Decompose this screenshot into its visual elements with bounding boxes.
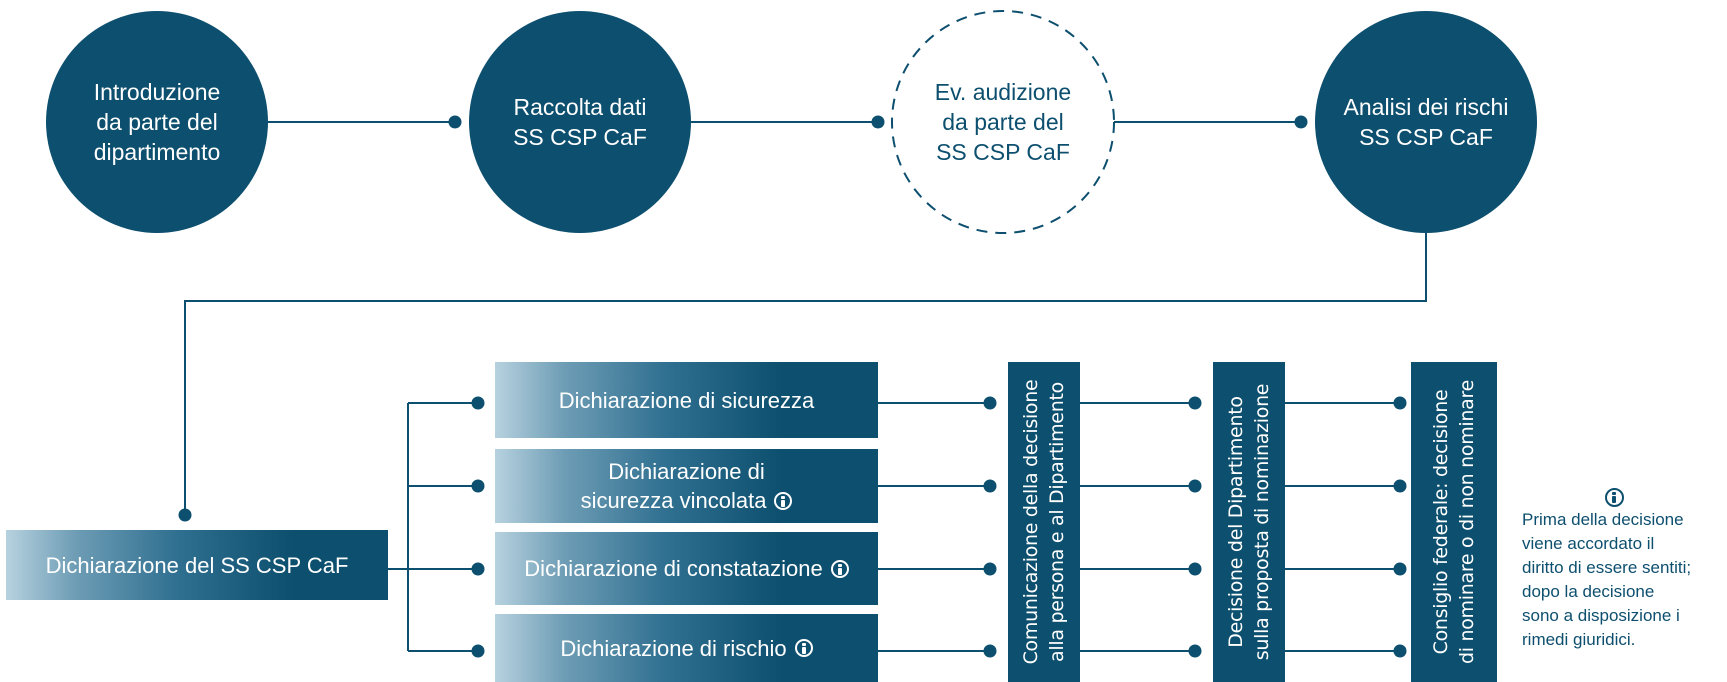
- main-declaration-box: Dichiarazione del SS CSP CaF: [6, 530, 388, 600]
- process-node-circle: [469, 11, 691, 233]
- connector-dot: [1188, 562, 1202, 576]
- main-declaration-label: Dichiarazione del SS CSP CaF: [45, 552, 349, 578]
- note-line: diritto di essere sentiti;: [1522, 558, 1692, 577]
- label-line: da parte del: [942, 109, 1064, 135]
- note-line: dopo la decisione: [1522, 582, 1655, 601]
- info-icon: [830, 559, 849, 578]
- connector-dot: [1393, 396, 1407, 410]
- declaration-line: Dichiarazione di rischio: [560, 634, 813, 663]
- label-line: SS CSP CaF: [513, 124, 647, 150]
- note-line: rimedi giuridici.: [1522, 630, 1636, 649]
- label-line: Introduzione: [93, 79, 221, 105]
- note-line: viene accordato il: [1522, 534, 1655, 553]
- connector-dot: [1294, 115, 1308, 129]
- label-line: Comunicazione della decisione: [1020, 379, 1042, 665]
- label-line: alla persona e al Dipartimento: [1046, 382, 1068, 662]
- connector-dot: [1393, 479, 1407, 493]
- process-node-label: Introduzione da parte del dipartimento: [46, 11, 268, 233]
- declaration-box: Dichiarazione di sicurezza: [495, 362, 878, 438]
- label-line: dipartimento: [93, 139, 221, 165]
- connector-dot: [471, 479, 485, 493]
- declaration-box: Dichiarazione di constatazione: [495, 532, 878, 605]
- label-line: Consiglio federale: decisione: [1430, 389, 1452, 655]
- declaration-line: Dichiarazione di sicurezza: [559, 386, 815, 415]
- declaration-line: sicurezza vincolata: [581, 486, 793, 515]
- process-node-circle: [46, 11, 268, 233]
- declaration-label: sicurezza vincolata: [580, 488, 767, 513]
- connector-dot: [471, 644, 485, 658]
- info-icon: [794, 639, 813, 657]
- connector-dot: [1393, 644, 1407, 658]
- note-info-icon: [1605, 488, 1624, 512]
- declaration-label: Dichiarazione di sicurezza: [558, 387, 815, 413]
- info-icon: [774, 491, 793, 510]
- process-node-circle: [1315, 11, 1537, 233]
- label-line: Decisione del Dipartimento: [1225, 396, 1247, 648]
- connector-dot: [471, 562, 485, 576]
- declaration-label: Dichiarazione di: [608, 459, 765, 484]
- declaration-label: Dichiarazione di rischio: [560, 635, 787, 661]
- connector-dot: [983, 644, 997, 658]
- note-line: sono a disposizione i: [1522, 606, 1680, 625]
- label-line: Raccolta dati: [513, 94, 647, 120]
- connector-dot: [1188, 396, 1202, 410]
- label-line: Analisi dei rischi: [1343, 94, 1509, 120]
- process-connector: [184, 233, 1427, 515]
- process-node-label: Analisi dei rischi SS CSP CaF: [1315, 11, 1537, 233]
- connector-dot: [983, 479, 997, 493]
- declaration-box: Dichiarazione di rischio: [495, 614, 878, 682]
- connector-dot: [871, 115, 885, 129]
- label-line: da parte del: [96, 109, 218, 135]
- connector-dot: [983, 396, 997, 410]
- label-line: SS CSP CaF: [936, 139, 1070, 165]
- label-line: di nominare o di non nominare: [1456, 380, 1478, 664]
- process-node-circle: [891, 10, 1115, 234]
- connector-dot: [178, 508, 192, 522]
- label-line: Ev. audizione: [934, 79, 1072, 105]
- declaration-label: Dichiarazione di constatazione: [524, 556, 823, 581]
- declaration-box: Dichiarazione di sicurezza vincolata: [495, 449, 878, 523]
- connector-dot: [471, 396, 485, 410]
- connector-dot: [1393, 562, 1407, 576]
- process-node-label: Ev. audizione da parte del SS CSP CaF: [892, 11, 1114, 233]
- info-note: Prima della decisione viene accordato il…: [1522, 508, 1722, 652]
- process-node-label: Raccolta dati SS CSP CaF: [469, 11, 691, 233]
- label-line: SS CSP CaF: [1359, 124, 1493, 150]
- connector-dot: [983, 562, 997, 576]
- connector-dot: [1188, 644, 1202, 658]
- note-line: Prima della decisione: [1522, 510, 1684, 529]
- label-line: sulla proposta di nominazione: [1251, 383, 1273, 661]
- connector-dot: [1188, 479, 1202, 493]
- declaration-line: Dichiarazione di constatazione: [524, 554, 849, 583]
- declaration-line: Dichiarazione di: [608, 457, 765, 486]
- connector-dot: [448, 115, 462, 129]
